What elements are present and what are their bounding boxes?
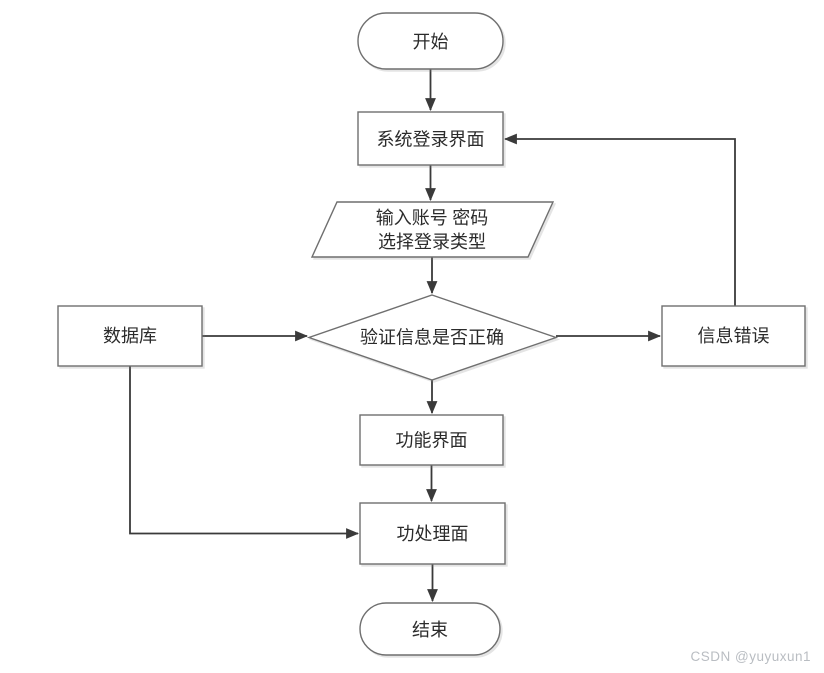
verify-node: 验证信息是否正确 [306,294,559,381]
function-label: 功能界面 [396,431,468,451]
login-shape [357,111,504,166]
start-node: 开始 [357,12,504,70]
end-node: 结束 [359,602,501,656]
error-label: 信息错误 [698,326,770,346]
start-label: 开始 [413,32,449,52]
error-shape [661,305,806,367]
database-node: 数据库 [57,305,203,367]
verify-label: 验证信息是否正确 [360,328,504,348]
arrow-database-to-process [129,366,360,539]
input-label-line2: 选择登录类型 [378,232,486,252]
process-shape [359,502,506,565]
database-shape [57,305,203,367]
error-node: 信息错误 [661,305,806,367]
login-label: 系统登录界面 [377,130,485,150]
process-node: 功处理面 [359,502,506,565]
input-node: 输入账号 密码 选择登录类型 [310,201,555,258]
watermark: CSDN @yuyuxun1 [690,649,811,664]
connectors [129,69,736,603]
process-label: 功处理面 [397,524,469,544]
end-label: 结束 [412,620,448,640]
database-label: 数据库 [103,326,157,346]
function-shape [359,414,504,466]
start-shape [357,12,504,70]
login-node: 系统登录界面 [357,111,504,166]
input-shape [310,201,555,258]
end-shape [359,602,501,656]
function-node: 功能界面 [359,414,504,466]
input-label-line1: 输入账号 密码 [376,208,489,228]
arrow-error-to-login-loop [503,133,736,306]
verify-shape [306,294,559,381]
